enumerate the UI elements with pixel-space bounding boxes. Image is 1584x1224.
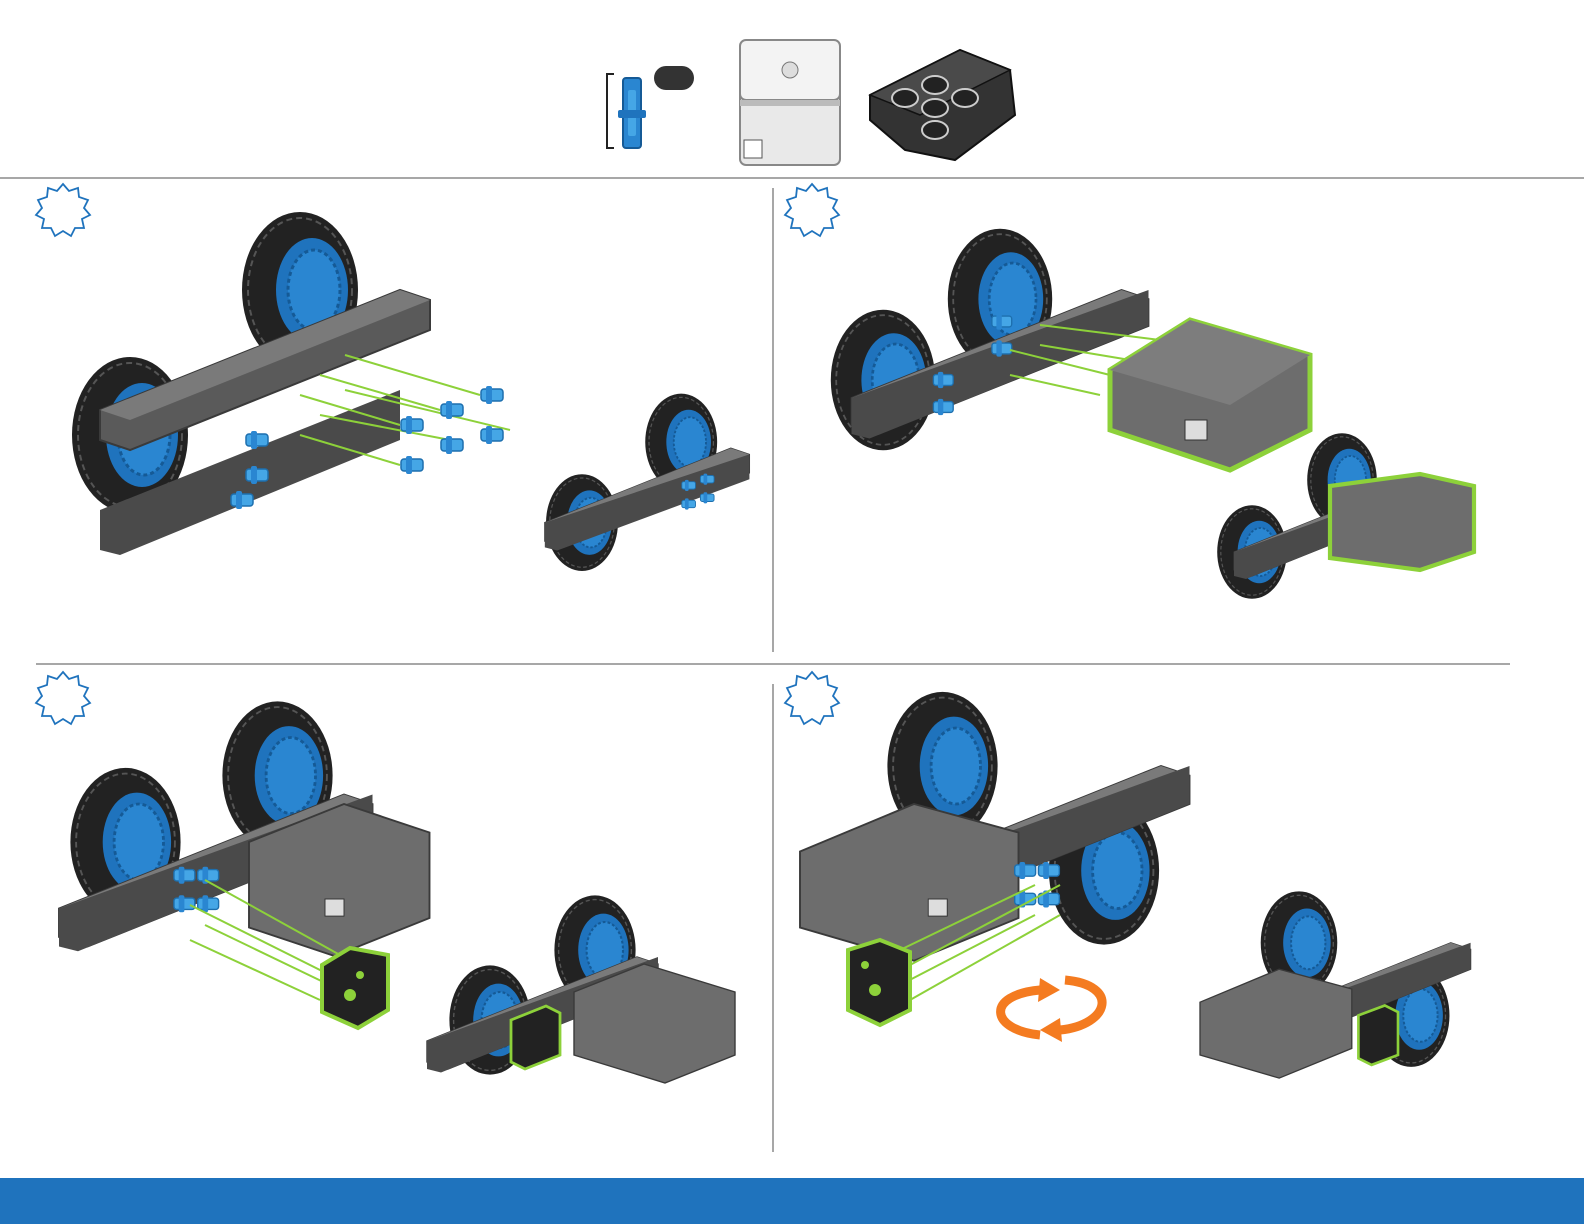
- wheel-assembly: [831, 229, 1149, 450]
- wheel-assembly-small-result: [545, 394, 750, 571]
- pin-icon: [607, 66, 694, 148]
- brain-icon: [740, 40, 840, 165]
- robot-brain: [1110, 320, 1310, 470]
- rotate-arrows-icon: [1001, 978, 1102, 1042]
- wheel-brain-assembly: [59, 701, 430, 956]
- step-badge-icon: [785, 184, 839, 236]
- pins-loose: [401, 386, 503, 474]
- assembly-rotated-result: [1200, 891, 1471, 1078]
- corner-connector: [848, 940, 910, 1025]
- wheel-brain-assembly-result: [427, 895, 735, 1083]
- step-3: [36, 672, 735, 1083]
- step-2: [785, 184, 1474, 599]
- step-badge-icon: [36, 184, 90, 236]
- step-1: [36, 184, 749, 571]
- wheel-assembly-large: [72, 212, 430, 555]
- parts-list: [607, 40, 1015, 165]
- step-badge-icon: [36, 672, 90, 724]
- corner-connector: [322, 948, 388, 1028]
- corner-connector-icon: [870, 50, 1015, 160]
- footer-bar: [0, 1178, 1584, 1224]
- step-4: [785, 672, 1471, 1078]
- step-badge-icon: [785, 672, 839, 724]
